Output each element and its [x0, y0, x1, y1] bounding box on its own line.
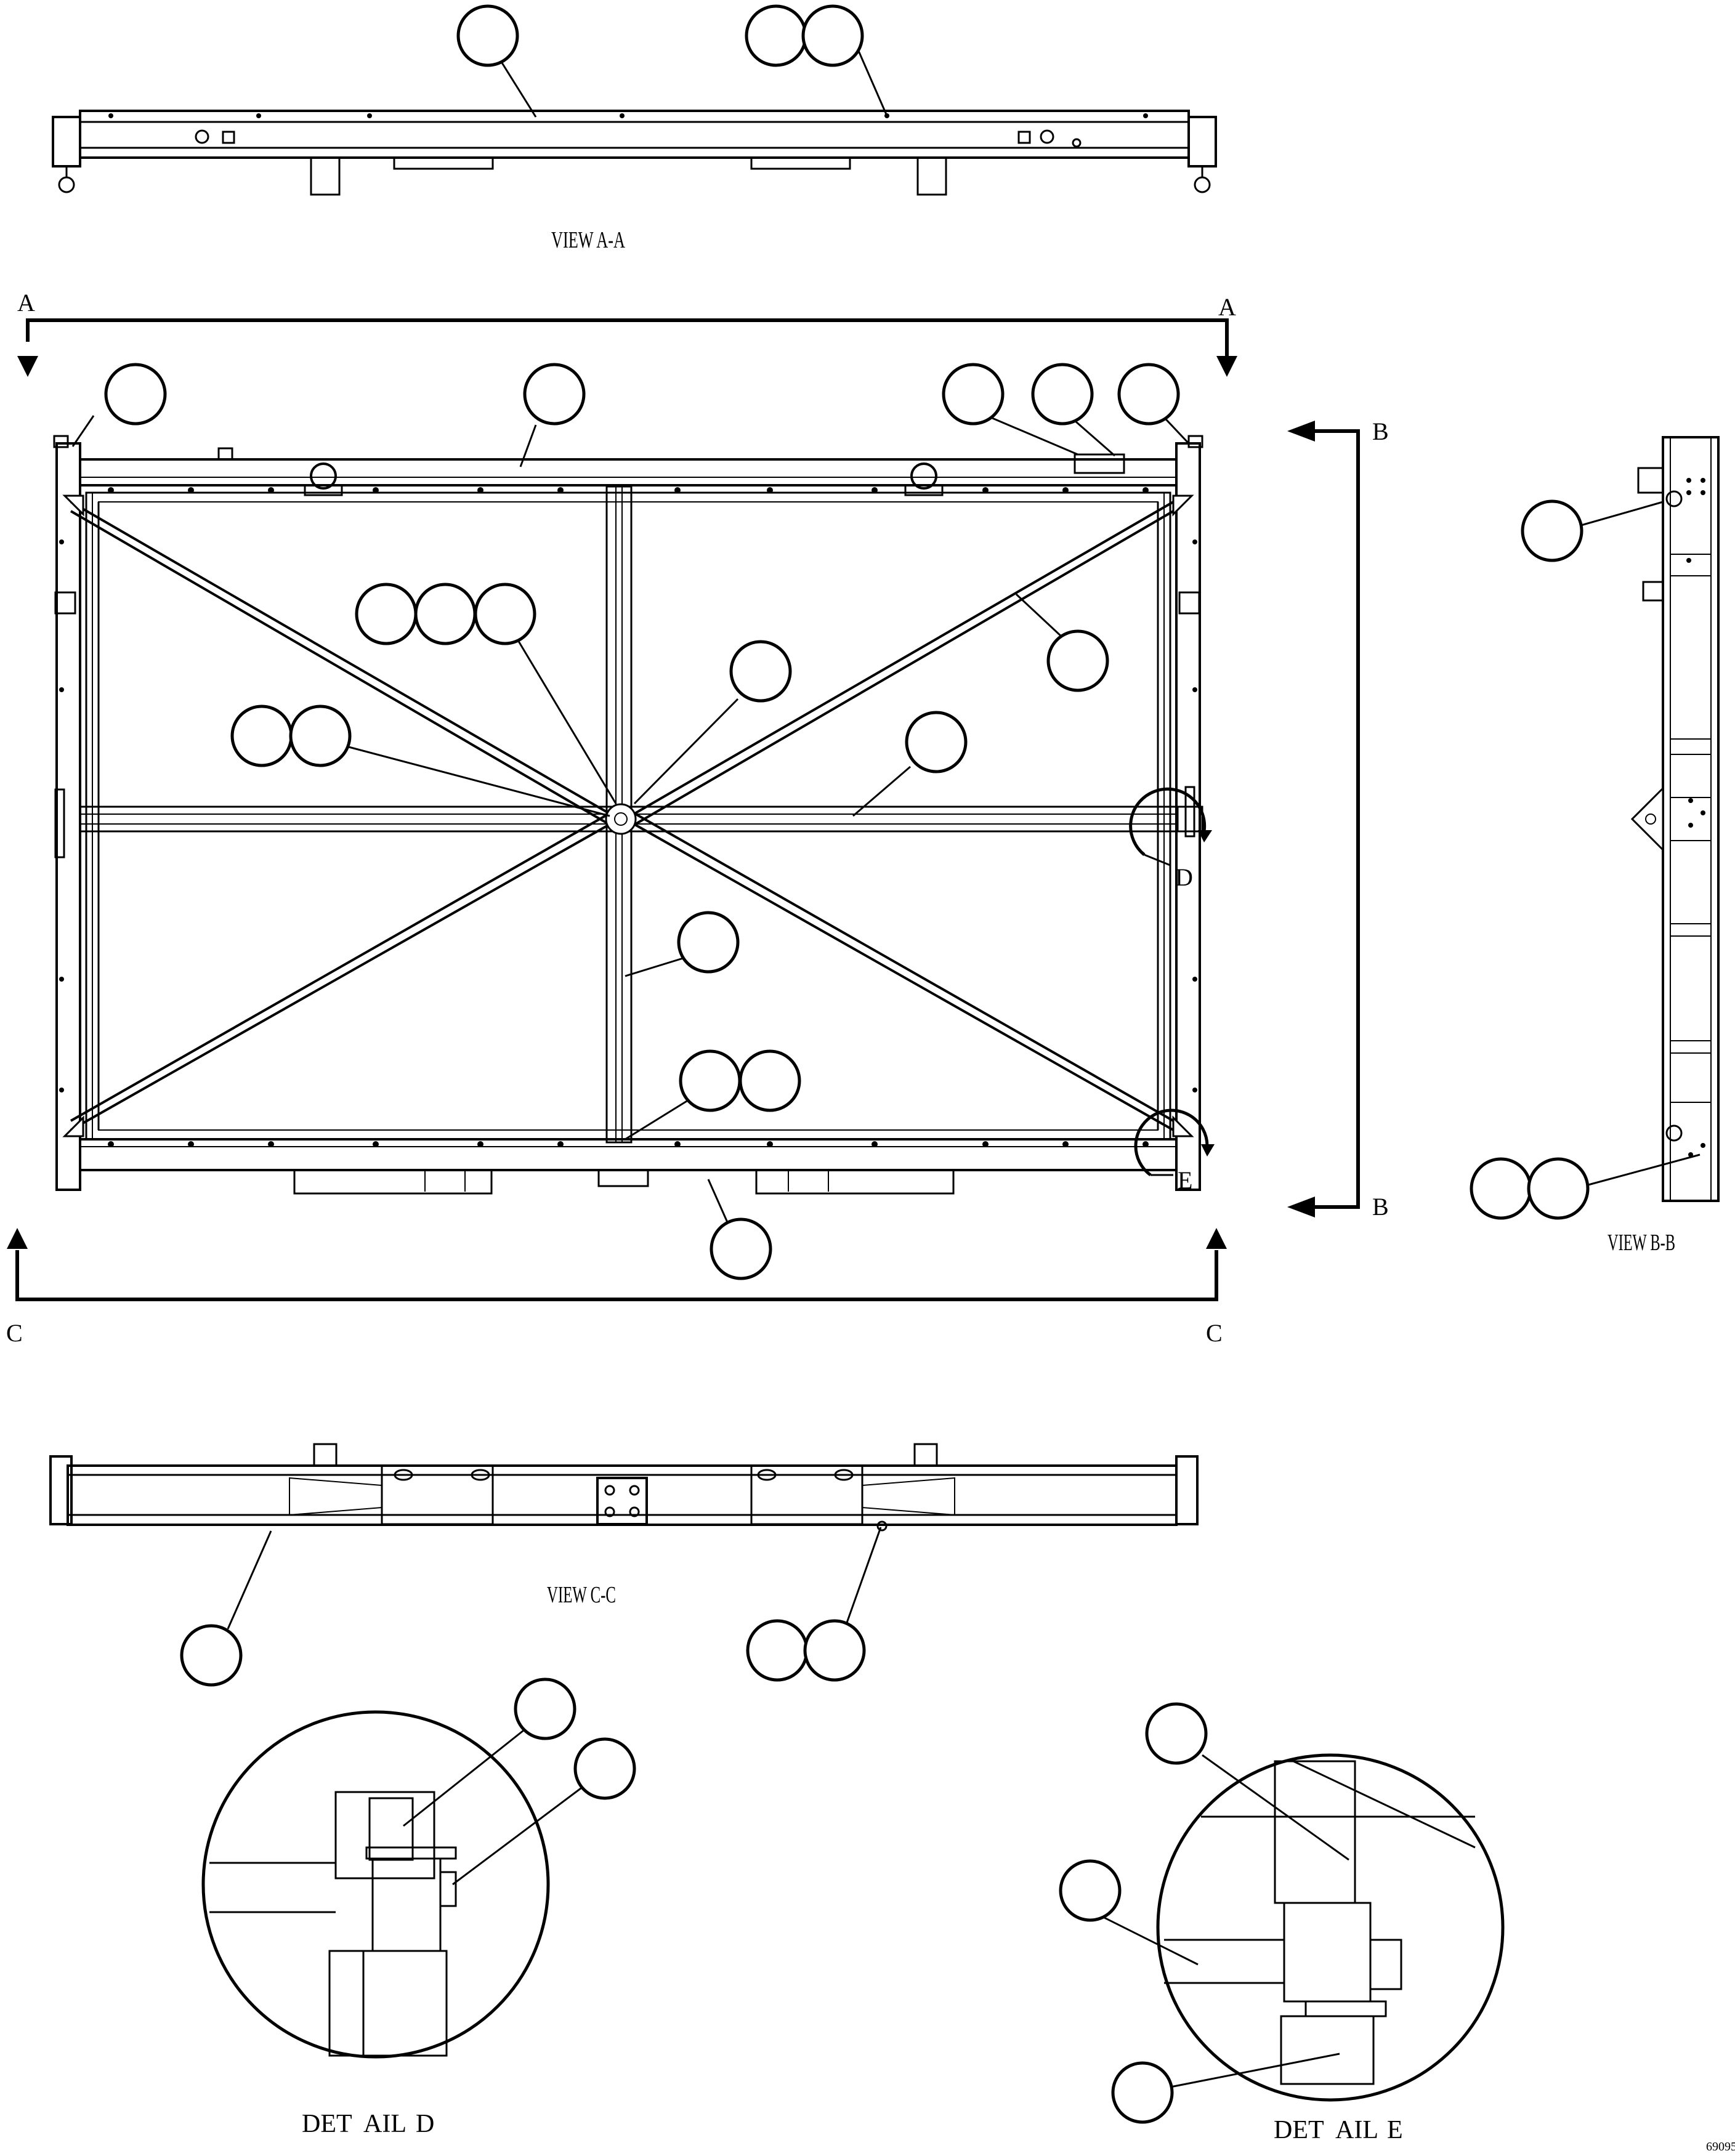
- view-aa-label: VIEW A-A: [551, 227, 625, 253]
- section-label-c-right: C: [1206, 1319, 1223, 1347]
- view-bb: VIEW B-B: [1470, 436, 1720, 1256]
- section-arrows-b: B B: [1287, 418, 1389, 1221]
- balloon: [729, 640, 792, 703]
- svg-text:AIL: AIL: [1335, 2116, 1378, 2144]
- view-cc-label: VIEW C-C: [547, 1582, 616, 1608]
- balloon: [523, 363, 586, 426]
- detail-e-marker: E: [1178, 1166, 1192, 1194]
- balloon: [456, 4, 519, 67]
- section-arrows-c: C C: [6, 1228, 1227, 1347]
- balloon: [289, 705, 352, 767]
- balloon: [104, 363, 167, 426]
- balloon: [1117, 363, 1180, 426]
- detail-e-label: DET AIL E: [1274, 2116, 1403, 2144]
- balloon: [414, 583, 477, 645]
- balloon: [1527, 1157, 1590, 1220]
- section-label-a-right: A: [1218, 293, 1236, 321]
- svg-text:DET: DET: [1274, 2116, 1324, 2144]
- balloon: [1111, 2061, 1174, 2124]
- section-label-b-top: B: [1372, 418, 1389, 445]
- svg-text:DET: DET: [302, 2110, 352, 2138]
- section-label-a-left: A: [17, 289, 35, 317]
- balloon: [803, 1619, 866, 1682]
- detail-d-callout: D: [1129, 787, 1212, 891]
- balloon: [801, 4, 864, 67]
- svg-text:E: E: [1387, 2116, 1403, 2144]
- balloon: [1046, 629, 1109, 692]
- detail-e-callout: E: [1134, 1108, 1215, 1194]
- balloon: [1031, 363, 1094, 426]
- balloon: [474, 583, 536, 645]
- balloon: [942, 363, 1005, 426]
- balloon: [514, 1678, 576, 1740]
- balloon: [1521, 499, 1583, 562]
- balloon: [738, 1049, 801, 1112]
- balloon: [573, 1737, 636, 1800]
- detail-e: DET AIL E: [1059, 1702, 1505, 2144]
- balloon: [1470, 1157, 1532, 1220]
- svg-text:AIL: AIL: [363, 2110, 406, 2138]
- drawing-number: 69095: [1706, 2140, 1735, 2154]
- detail-d-marker: D: [1175, 863, 1193, 891]
- balloon: [677, 911, 740, 974]
- view-cc: VIEW C-C: [49, 1443, 1199, 1687]
- view-bb-label: VIEW B-B: [1608, 1230, 1675, 1256]
- balloon: [679, 1049, 742, 1112]
- balloon: [1145, 1702, 1208, 1765]
- section-arrows-a: A A: [17, 289, 1237, 377]
- balloon: [905, 711, 968, 773]
- balloon: [180, 1624, 243, 1687]
- svg-text:D: D: [416, 2110, 434, 2138]
- balloon: [230, 705, 293, 767]
- balloon: [745, 4, 807, 67]
- balloon: [710, 1217, 772, 1280]
- section-label-b-bottom: B: [1372, 1193, 1389, 1221]
- detail-d-label: DET AIL D: [302, 2110, 434, 2138]
- detail-d: DET AIL D: [201, 1678, 636, 2138]
- view-aa: VIEW A-A: [52, 4, 1217, 253]
- balloon: [355, 583, 418, 645]
- section-label-c-left: C: [6, 1319, 23, 1347]
- balloon: [1059, 1859, 1122, 1922]
- main-frame: D E: [53, 363, 1215, 1280]
- balloon: [746, 1619, 809, 1682]
